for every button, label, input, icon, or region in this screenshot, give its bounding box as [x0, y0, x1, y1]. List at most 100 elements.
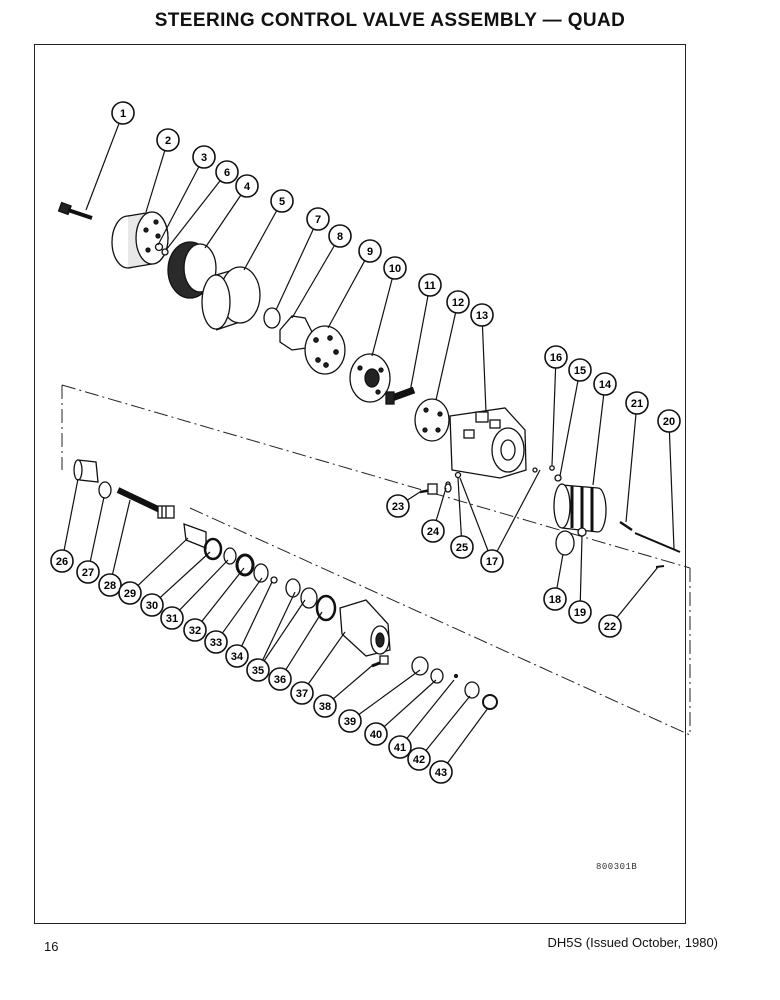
part-27 [98, 481, 112, 499]
callout-circle [111, 101, 135, 125]
callout-circle [598, 614, 622, 638]
callout-35: 35 [246, 658, 270, 682]
part-ring-35a [285, 578, 301, 598]
callout-circle [418, 273, 442, 297]
leader-line [262, 591, 296, 661]
callout-circle [544, 345, 568, 369]
callout-circle [480, 549, 504, 573]
callout-number: 42 [413, 754, 425, 766]
callout-circle [388, 735, 412, 759]
callout-21: 21 [625, 391, 649, 415]
part-seal-6 [161, 248, 169, 256]
callout-number: 24 [427, 526, 440, 538]
callout-circle [386, 494, 410, 518]
callout-16: 16 [544, 345, 568, 369]
callout-number: 37 [296, 688, 308, 700]
part-ring-30 [203, 537, 223, 561]
part-end-cap [111, 211, 169, 269]
callout-1: 1 [111, 101, 135, 125]
callout-circle [156, 128, 180, 152]
callout-number: 5 [279, 196, 285, 208]
part-21 [619, 520, 633, 532]
callout-number: 32 [189, 625, 201, 637]
callout-19: 19 [568, 600, 592, 624]
leader-line [221, 577, 263, 634]
leader-line [481, 325, 487, 413]
callout-40: 40 [364, 722, 388, 746]
leader-line [89, 496, 105, 562]
leader-line [447, 707, 489, 764]
leader-line [201, 567, 245, 622]
leader-line [668, 431, 675, 550]
callout-number: 4 [244, 181, 251, 193]
callout-number: 31 [166, 613, 178, 625]
leader-line [616, 566, 659, 618]
part-25 [454, 471, 462, 479]
callout-circle [192, 145, 216, 169]
callout-circle [270, 189, 294, 213]
leader-line [459, 477, 489, 551]
callout-number: 43 [435, 767, 447, 779]
leader-line [159, 551, 211, 599]
callout-22: 22 [598, 614, 622, 638]
leader-line [358, 669, 421, 716]
callout-number: 11 [424, 280, 436, 292]
callout-31: 31 [160, 606, 184, 630]
callout-number: 14 [599, 379, 612, 391]
part-plate-12 [414, 398, 450, 442]
part-ring-33 [253, 563, 269, 583]
callout-number: 28 [104, 580, 116, 592]
callout-5: 5 [270, 189, 294, 213]
callout-circle [268, 667, 292, 691]
callout-28: 28 [98, 573, 122, 597]
callout-42: 42 [407, 747, 431, 771]
callout-circle [328, 224, 352, 248]
callout-number: 9 [367, 246, 373, 258]
callout-number: 12 [452, 297, 464, 309]
callout-number: 30 [146, 600, 158, 612]
callout-number: 15 [574, 365, 586, 377]
leader-line [204, 194, 242, 249]
page-number: 16 [44, 939, 59, 954]
leader-line [425, 695, 471, 751]
part-ring-31 [223, 547, 237, 565]
part-42 [464, 681, 480, 699]
part-16 [549, 465, 555, 471]
part-screw-38 [371, 655, 389, 668]
callout-29: 29 [118, 581, 142, 605]
part-plug-23 [419, 483, 438, 495]
callout-number: 41 [394, 742, 406, 754]
callout-41: 41 [388, 735, 412, 759]
callout-circle [246, 658, 270, 682]
part-22 [655, 565, 665, 568]
callout-number: 13 [476, 310, 488, 322]
leader-lines [63, 123, 675, 764]
callout-43: 43 [429, 760, 453, 784]
callout-38: 38 [313, 694, 337, 718]
leader-line [145, 150, 166, 213]
part-housing [449, 407, 527, 479]
callout-circle [183, 618, 207, 642]
part-plate-9 [304, 325, 346, 375]
leader-line [285, 611, 323, 670]
callout-circle [568, 358, 592, 382]
callout-circle [338, 709, 362, 733]
callout-circle [470, 303, 494, 327]
callout-10: 10 [383, 256, 407, 280]
part-sleeve-26 [73, 459, 99, 483]
leader-line [406, 679, 455, 739]
leader-line [556, 553, 564, 589]
leader-line [179, 559, 229, 611]
callout-number: 34 [231, 651, 244, 663]
part-41 [453, 673, 459, 679]
leader-line [85, 123, 120, 211]
callout-number: 6 [224, 167, 230, 179]
part-39 [411, 656, 429, 676]
callout-27: 27 [76, 560, 100, 584]
part-15 [554, 474, 562, 482]
part-mounting-flange [339, 599, 391, 657]
callout-circle [383, 256, 407, 280]
callout-number: 21 [631, 398, 643, 410]
callout-number: 8 [337, 231, 343, 243]
